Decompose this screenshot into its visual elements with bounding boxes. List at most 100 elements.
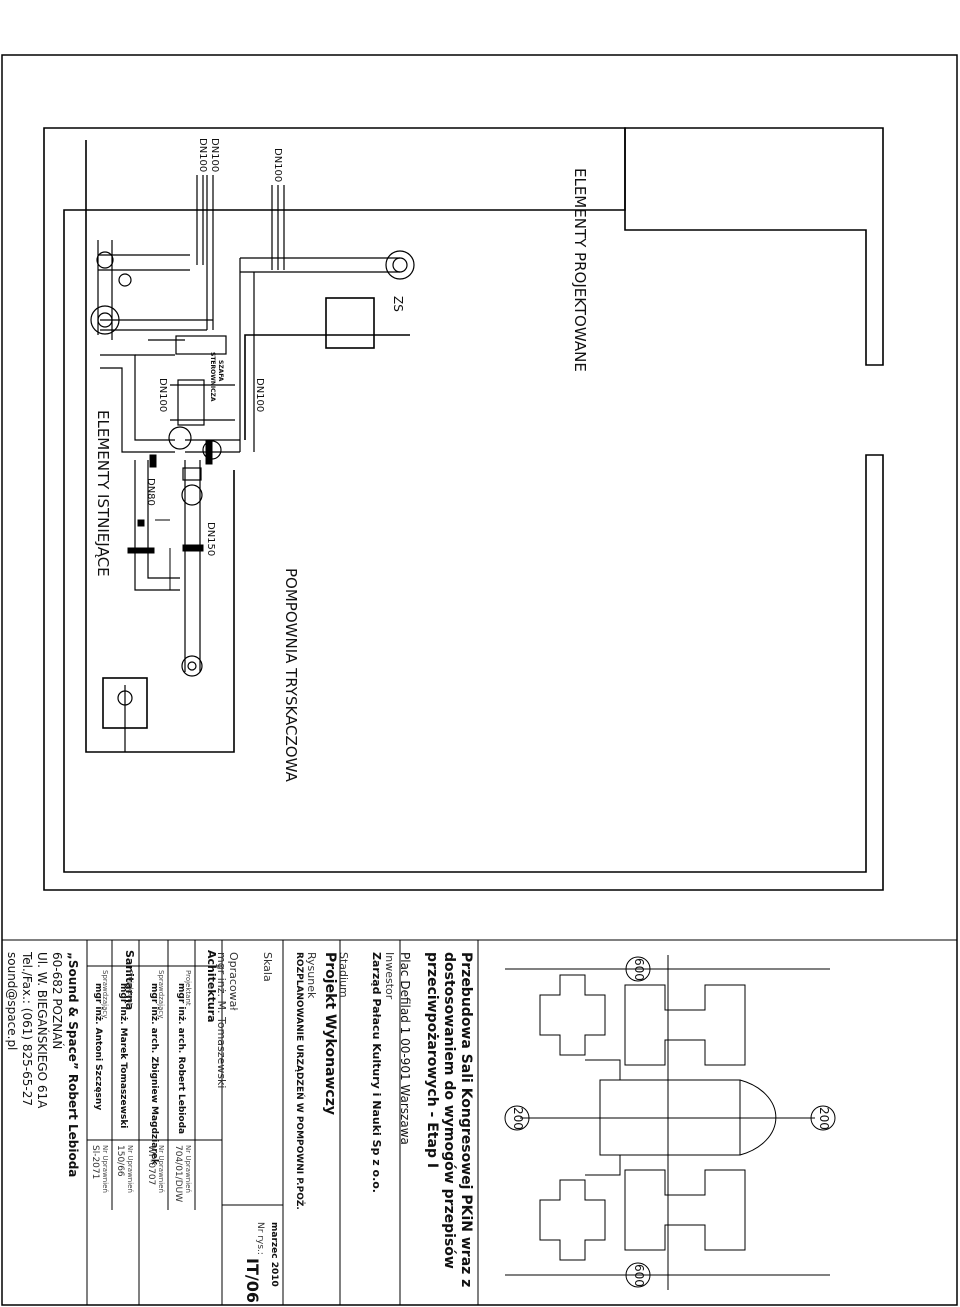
axis-bubble (625, 956, 651, 982)
partition-wall (244, 334, 410, 440)
pipe-elbow (392, 257, 408, 273)
pump (168, 426, 192, 450)
pipe (98, 254, 190, 271)
building-dome (739, 1079, 777, 1156)
investor: Zarząd Pałacu Kultury i Nauki Sp z o.o. (370, 952, 383, 1193)
pipe (240, 257, 400, 273)
company-city: 60-682 POZNAŃ (50, 952, 64, 1050)
building-outline (539, 1179, 606, 1261)
fittings (90, 250, 415, 706)
pump-body (177, 379, 205, 426)
building-outline (624, 984, 746, 1066)
san-checker-permit-label: Nr Uprawnień (101, 1145, 109, 1193)
san-checker: mgr inż. Antoni Szczęsny (93, 983, 103, 1111)
pipe-dn150 (184, 460, 201, 672)
company-phone: Tel./Fax.: (061) 825-65-27 (20, 952, 34, 1106)
pipe (239, 258, 255, 452)
wall-top-block (624, 127, 884, 366)
building-outline (585, 1059, 621, 1176)
pipe-label-dn100: DN100 (157, 378, 168, 413)
drawing-number: IT/06 (243, 1258, 262, 1303)
pipe-label-dn100: DN100 (254, 378, 265, 413)
label-projected: ELEMENTY PROJEKTOWANE (571, 168, 589, 372)
pipe-elbow (96, 251, 114, 269)
pipe (135, 339, 185, 356)
valve-flange (137, 519, 145, 527)
pipe-label-dn100: DN100 (197, 138, 208, 173)
flange (149, 454, 157, 468)
project-address: Plac Defilad 1 00-901 Warszawa (398, 952, 412, 1145)
stage-label: Stadium (337, 952, 350, 998)
zs-label: ZS (391, 296, 405, 312)
title-block-grid (2, 939, 957, 1305)
key-plan (504, 955, 836, 1290)
axis-label-200: 200 (817, 1107, 831, 1130)
company-name: „Sound & Space” Robert Lebioda (66, 952, 80, 1178)
scale-label: Skala (261, 952, 274, 982)
prepared-label: Opracował (227, 952, 240, 1011)
drawing-title: ROZPLANOWANIE URZĄDZEŃ W POMPOWNI P.POŻ. (294, 952, 304, 1210)
existing-area-boundary (85, 140, 235, 753)
outer-walls (43, 127, 884, 891)
valve-flange (182, 544, 204, 552)
axis-label-600: 600 (632, 958, 646, 981)
valve (181, 484, 203, 506)
arch-checker-permit-label: Nr Uprawnień (157, 1145, 165, 1193)
pipe (170, 384, 235, 421)
pipe-end (187, 661, 197, 671)
drawing-number-label: Nr rys.: (255, 1222, 265, 1255)
pipe (100, 354, 175, 453)
san-designer-permit-label: Nr Uprawnień (126, 1145, 134, 1193)
arch-designer: mgr inż. arch. Robert Lebioda (176, 983, 186, 1135)
valve-flange (127, 547, 155, 554)
zs-box (325, 297, 375, 349)
pipe-elbow (97, 312, 113, 328)
pipe-label-dn80: DN80 (145, 478, 156, 506)
stage: Projekt Wykonawczy (322, 952, 338, 1115)
arch-checker: mgr inż. arch. Zbigniew Magdziarek (149, 983, 159, 1165)
cabinet-label: STEROWNICZA (209, 352, 216, 402)
san-designer-permit: 150/66 (115, 1145, 125, 1177)
axis-bubble (625, 1262, 651, 1288)
axis-label-600: 600 (632, 1264, 646, 1287)
cabinet-label: SZAFA (217, 360, 224, 382)
label-existing: ELEMENTY ISTNIEJĄCE (94, 410, 112, 577)
flange (182, 467, 202, 481)
arch-designer-permit-label: Nr Uprawnień (184, 1145, 192, 1193)
pipe-label-dn100: DN100 (272, 148, 283, 183)
axis-bubble (810, 1105, 836, 1131)
building-outline (624, 1169, 746, 1251)
san-checker-permit: Sl-2071 (90, 1145, 100, 1180)
pipe-label-dn100: DN100 (209, 138, 220, 173)
valve (118, 273, 132, 287)
project-title-line-1: Przebudowa Sali Kongresowej PKiN wraz z (458, 952, 474, 1288)
control-cabinet (175, 335, 227, 355)
project-title-line-3: przeciwpożarowych - Etap I (424, 952, 440, 1169)
axis-bubble (504, 1105, 530, 1131)
flange (205, 439, 213, 465)
date: marzec 2010 (269, 1222, 279, 1287)
piping (97, 175, 400, 752)
pipe-label-dn150: DN150 (205, 522, 216, 557)
pipe-dn80 (134, 460, 180, 591)
investor-label: Inwestor (383, 952, 396, 1000)
page-border (1, 54, 958, 1306)
valves (127, 439, 213, 590)
axis-label-200: 200 (511, 1107, 525, 1130)
arch-checker-permit: WP-0707 (146, 1145, 156, 1186)
pipe-end (181, 655, 203, 677)
pipe-elbow (90, 305, 120, 335)
company-street: Ul. W. BIEGAŃSKIEGO 61A (35, 952, 49, 1109)
project-title-line-2: dostosowaniem do wymogów przepisów (441, 952, 457, 1269)
room-walls (43, 127, 884, 891)
company-email: sound@space.pl (5, 952, 19, 1051)
room-name: POMPOWNIA TRYSKACZOWA (282, 568, 300, 782)
architecture-header: Achitektura (205, 950, 218, 1023)
san-designer: mgr inż. Marek Tomaszewski (118, 983, 128, 1129)
pipe (100, 319, 213, 331)
drawing-label: Rysunek (305, 952, 318, 999)
pipe-elbow (385, 250, 415, 280)
building-outline (539, 974, 606, 1056)
arch-designer-permit: 704/01/DUW (173, 1145, 183, 1203)
